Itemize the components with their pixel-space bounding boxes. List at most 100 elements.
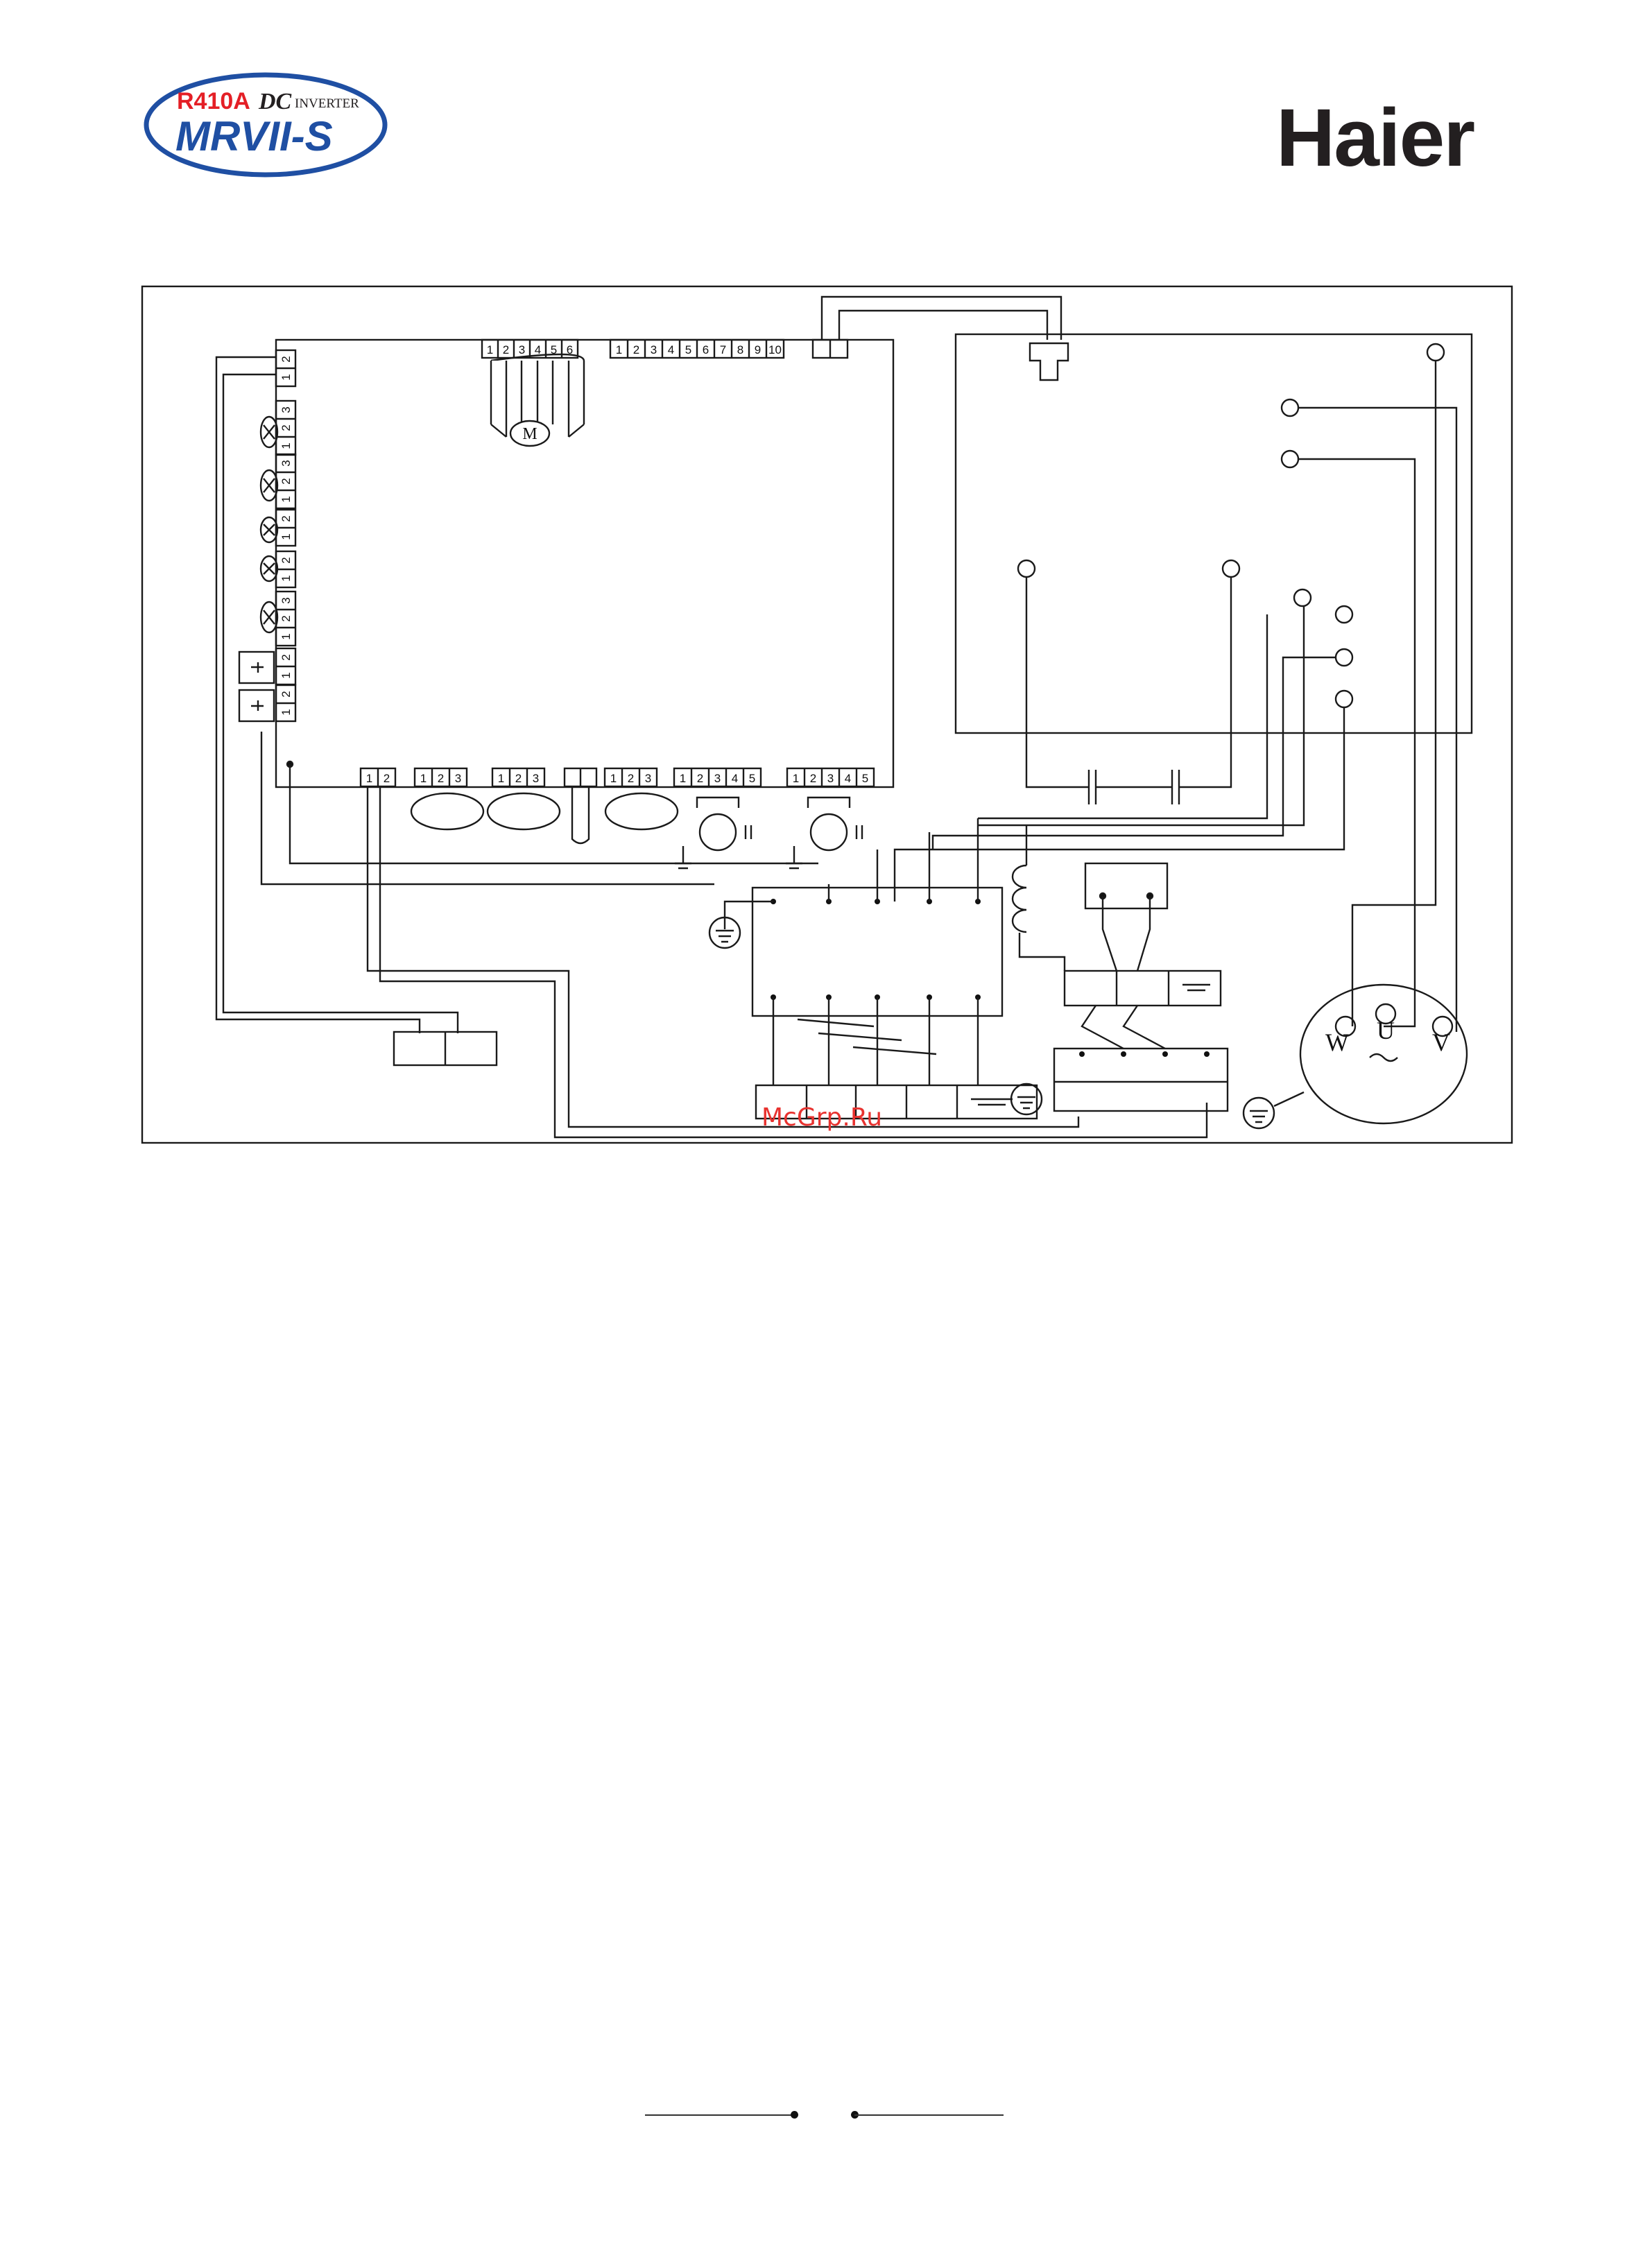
pin-label: 7 — [720, 343, 726, 356]
valve-coil — [605, 793, 678, 829]
terminal-p — [1427, 344, 1444, 361]
pin-label: 3 — [714, 772, 721, 785]
pin-label: 1 — [279, 633, 293, 639]
compressor-label-u: U — [1377, 1017, 1395, 1044]
left-connector-5: 12 — [276, 551, 295, 587]
terminal-u — [1336, 606, 1352, 623]
terminal-n — [1282, 399, 1298, 416]
fuse-box — [1085, 863, 1167, 908]
pin-label: 2 — [279, 557, 293, 563]
reactor-terminal — [1030, 343, 1068, 380]
pin-label: 4 — [845, 772, 851, 785]
left-connector-8: 12 — [276, 685, 295, 721]
watermark: McGrp.Ru — [762, 1105, 882, 1130]
pin-label: 3 — [279, 597, 293, 603]
compressor-label-v: V — [1432, 1028, 1450, 1056]
pin-label: 6 — [703, 343, 709, 356]
pin-label: 5 — [685, 343, 691, 356]
pin-label: 2 — [633, 343, 639, 356]
fan-motor-label: M — [522, 425, 537, 443]
pin-label: 2 — [697, 772, 703, 785]
pin-label: 1 — [279, 709, 293, 715]
pin-label: 2 — [628, 772, 634, 785]
pin-label: 2 — [279, 478, 293, 484]
pin-label: 3 — [827, 772, 834, 785]
pin-label: 2 — [279, 654, 293, 660]
pin-label: 9 — [755, 343, 761, 356]
pin-label: 2 — [438, 772, 444, 785]
left-connector-4: 12 — [276, 510, 295, 546]
pin-label: 3 — [279, 460, 293, 466]
valve-coil — [488, 793, 560, 829]
pin-label: 2 — [515, 772, 522, 785]
power-module — [1054, 1049, 1228, 1111]
pin-label: 4 — [732, 772, 738, 785]
terminal-l — [1018, 560, 1035, 577]
left-connector-7: 12 — [276, 648, 295, 684]
pin-label: 1 — [610, 772, 617, 785]
pin-label: 3 — [533, 772, 539, 785]
pin-label: 3 — [519, 343, 525, 356]
pin-label: 1 — [487, 343, 493, 356]
pin-label: 3 — [651, 343, 657, 356]
pin-label: 3 — [455, 772, 461, 785]
compressor-label-w: W — [1325, 1028, 1349, 1056]
pin-label: 1 — [420, 772, 427, 785]
pin-label: 3 — [645, 772, 651, 785]
pin-label: 1 — [279, 672, 293, 678]
pin-label: 1 — [498, 772, 504, 785]
pin-label: 2 — [279, 424, 293, 431]
pin-label: 1 — [680, 772, 686, 785]
pin-label: 4 — [668, 343, 674, 356]
pin-label: 2 — [279, 356, 293, 362]
page-rule-right — [854, 2114, 1004, 2116]
pin-label: 2 — [503, 343, 509, 356]
pin-label: 2 — [279, 515, 293, 521]
dc-fan-motor — [700, 814, 736, 850]
dc-fan-motor — [811, 814, 847, 850]
pin-label: 3 — [279, 406, 293, 413]
left-connector-6: 1 2 3 — [276, 592, 295, 646]
pin-label: 5 — [862, 772, 868, 785]
left-connector-1: 12 — [276, 350, 295, 386]
terminal-n2 — [1223, 560, 1239, 577]
page-dot-left — [791, 2111, 798, 2119]
pin-label: 2 — [279, 615, 293, 621]
terminal-v — [1336, 649, 1352, 666]
page-rule-left — [645, 2114, 794, 2116]
rectifier-module — [1065, 971, 1221, 1006]
valve-coil — [411, 793, 483, 829]
pin-label: 1 — [279, 575, 293, 581]
page-number-decoration — [645, 2105, 1006, 2125]
pin-label: 1 — [279, 374, 293, 380]
terminal-a — [1294, 589, 1311, 606]
pin-label: 5 — [749, 772, 755, 785]
pin-label: 1 — [793, 772, 799, 785]
ten-pin-strip: 123456789 10 — [610, 340, 784, 358]
pin-label: 1 — [279, 533, 293, 540]
pin-label: 2 — [279, 691, 293, 697]
inverter-board — [956, 334, 1472, 733]
left-connector-3: 1 2 3 — [276, 454, 295, 508]
pin-label: 10 — [768, 343, 782, 356]
pin-label: 2 — [384, 772, 390, 785]
terminal-w — [1336, 691, 1352, 707]
pin-label: 1 — [616, 343, 622, 356]
pin-label: 8 — [737, 343, 743, 356]
left-connector-2: 123 — [276, 401, 295, 455]
terminal-pn — [1282, 451, 1298, 467]
temperature-sensors — [261, 417, 277, 632]
ground-icon — [1244, 1098, 1274, 1128]
pin-label: 2 — [810, 772, 816, 785]
pin-label: 1 — [279, 496, 293, 502]
